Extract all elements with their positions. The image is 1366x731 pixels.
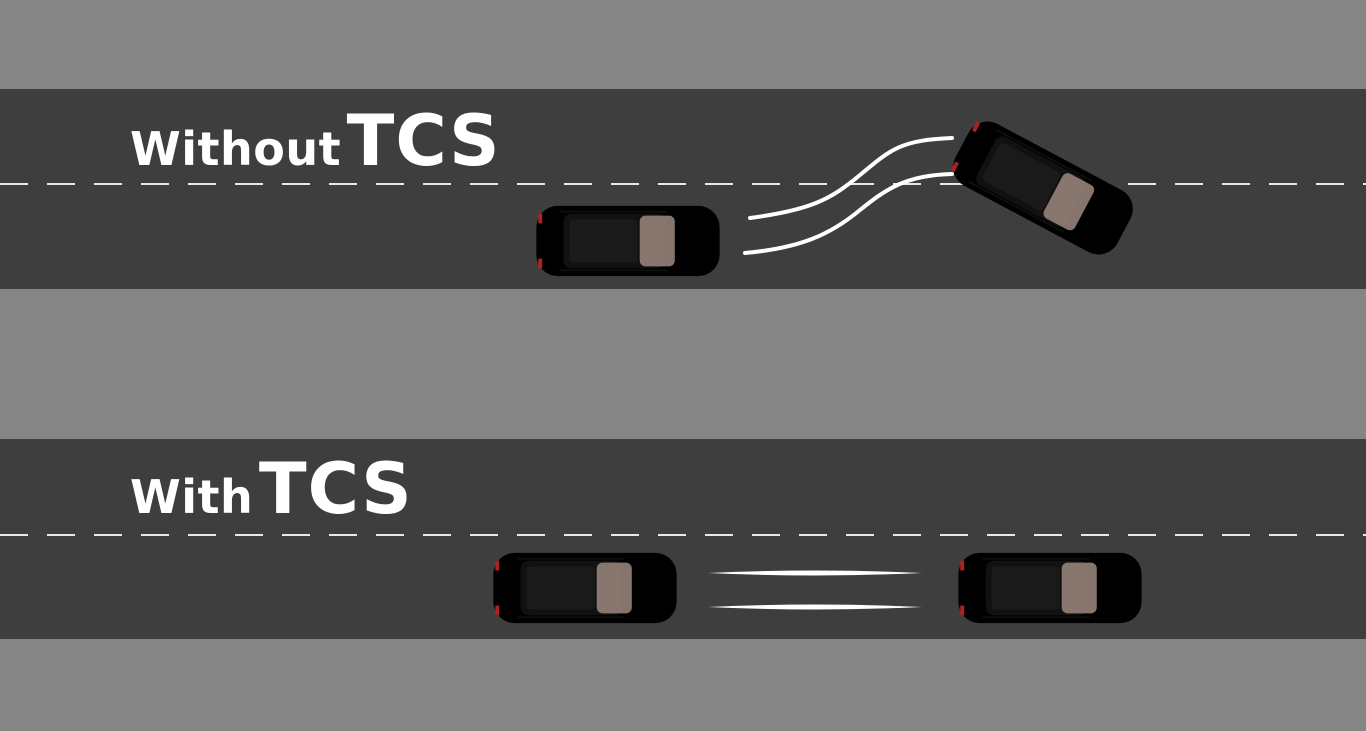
title-with-tcs: With TCS — [130, 448, 413, 530]
car-without-tcs-skidding — [944, 113, 1142, 263]
title-without-tcs: Without TCS — [130, 100, 501, 182]
title-tcs: TCS — [258, 448, 413, 530]
title-small-word: With — [130, 470, 254, 524]
tire-mark — [708, 604, 922, 610]
title-small-word: Without — [130, 122, 342, 176]
skid-mark — [748, 136, 954, 220]
car-without-tcs-start — [535, 204, 721, 278]
skid-mark — [743, 172, 954, 255]
car-with-tcs-end — [957, 551, 1143, 625]
lane-divider — [0, 183, 1366, 185]
car-with-tcs-start — [492, 551, 678, 625]
tire-mark — [708, 570, 922, 576]
lane-divider — [0, 534, 1366, 536]
title-tcs: TCS — [346, 100, 501, 182]
